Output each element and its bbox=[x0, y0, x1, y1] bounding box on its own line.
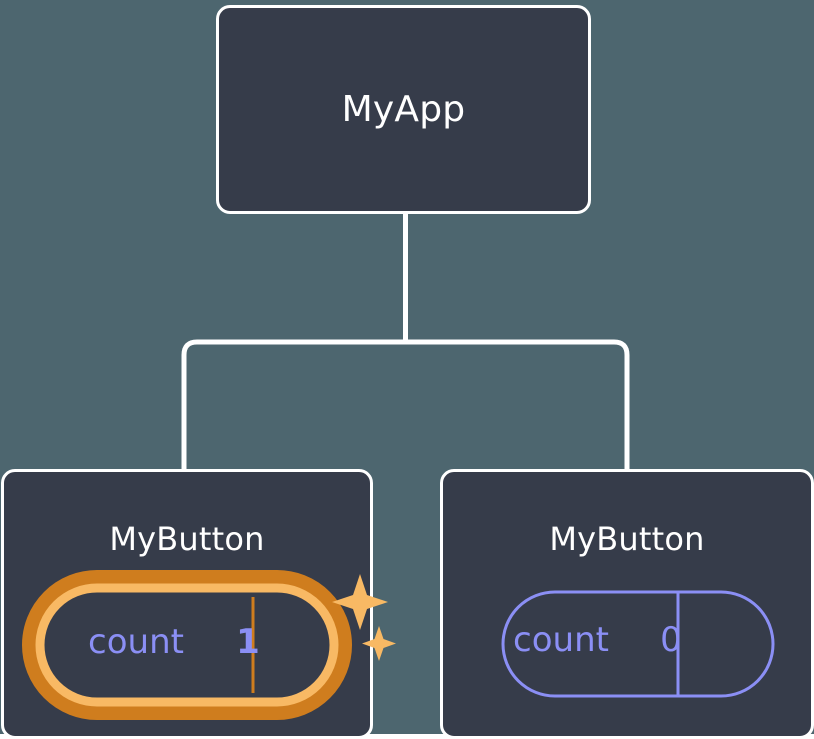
edge-branch-right bbox=[405, 339, 630, 471]
state-badge-value: 1 bbox=[236, 622, 260, 662]
component-node-mybutton-plain[interactable]: MyButton count 0 bbox=[440, 469, 814, 739]
component-node-label: MyApp bbox=[341, 89, 466, 130]
edge-branch-left bbox=[181, 339, 406, 471]
state-badge-key: count bbox=[88, 622, 184, 662]
component-node-myapp[interactable]: MyApp bbox=[216, 5, 591, 214]
component-node-mybutton-highlighted[interactable]: MyButton count 1 bbox=[1, 469, 396, 739]
sparkle-large-icon bbox=[332, 574, 388, 630]
badge-outline bbox=[501, 590, 775, 698]
state-badge-value: 0 bbox=[660, 620, 682, 660]
component-node-label: MyButton bbox=[109, 520, 265, 558]
sparkle-small-icon bbox=[362, 626, 396, 661]
state-badge-highlighted[interactable]: count 1 bbox=[4, 570, 396, 720]
badge-outer-ring bbox=[22, 570, 352, 720]
component-node-label: MyButton bbox=[549, 520, 705, 558]
badge-inner-ring bbox=[35, 583, 339, 707]
state-badge-key: count bbox=[513, 620, 609, 660]
state-badge-plain[interactable]: count 0 bbox=[443, 570, 811, 720]
